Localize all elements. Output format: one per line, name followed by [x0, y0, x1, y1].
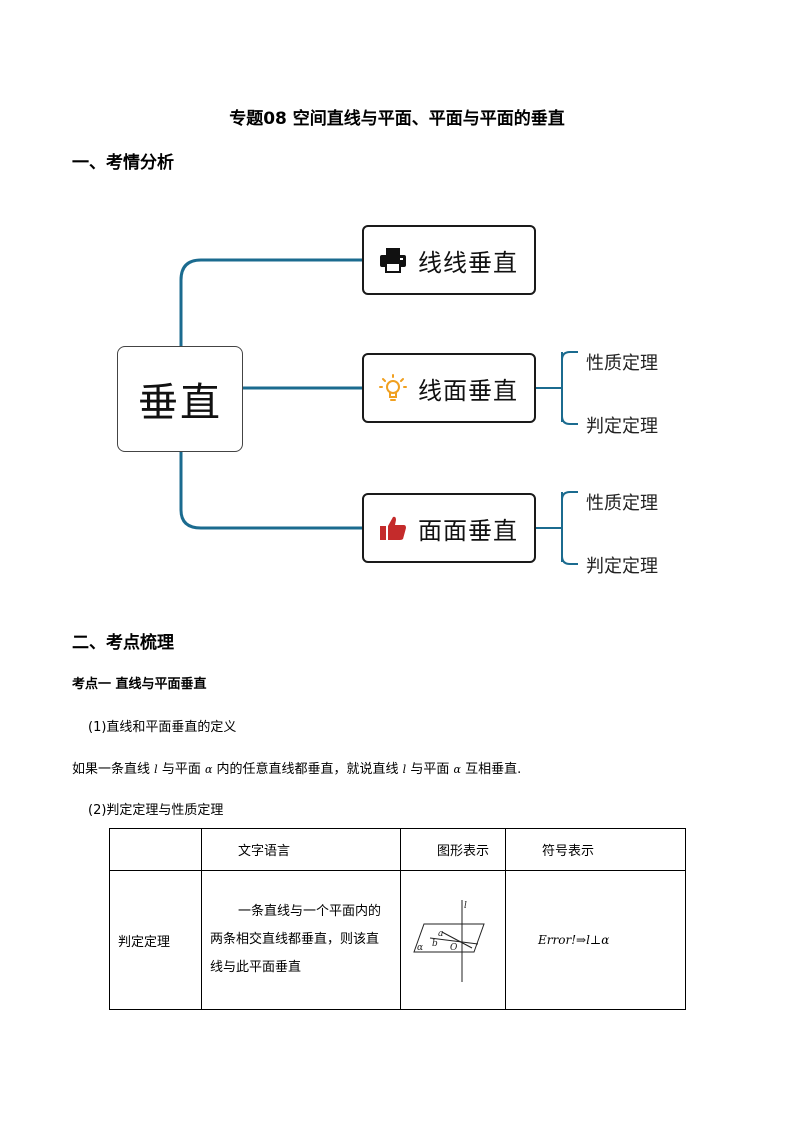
- item-definition-heading: (1)直线和平面垂直的定义: [88, 720, 237, 735]
- label-alpha: α: [417, 943, 423, 953]
- mindmap-branch-plane-plane: 面面垂直: [362, 493, 536, 563]
- mindmap-leaf: 判定定理: [586, 416, 658, 437]
- label-o: O: [450, 943, 458, 953]
- mindmap-leaf: 性质定理: [586, 493, 658, 514]
- section-heading-points: 二、考点梳理: [72, 633, 174, 653]
- table-header-row: 文字语言 图形表示 符号表示: [109, 828, 686, 871]
- connector-line-1: [179, 258, 362, 346]
- theorem-symbol-cell: Error!⇒l⊥α: [505, 870, 686, 1010]
- var-alpha: α: [453, 763, 461, 776]
- section-heading-analysis: 一、考情分析: [72, 153, 174, 173]
- text-line: 一条直线与一个平面内的: [238, 904, 382, 919]
- line-a: [441, 931, 473, 949]
- mindmap-branch-label: 线面垂直: [418, 376, 518, 405]
- text: 与平面: [410, 762, 454, 777]
- perpendicular-diagram: l a b α O: [413, 900, 485, 982]
- theorem-name-cell: 判定定理: [109, 870, 202, 1010]
- text-line: 两条相交直线都垂直，则该直: [210, 932, 380, 947]
- connector-line-5: [536, 491, 578, 565]
- table-header-cell: 图形表示: [400, 828, 506, 871]
- table-header-cell: 文字语言: [201, 828, 401, 871]
- plane-parallelogram: [413, 923, 485, 953]
- printer-icon: [380, 248, 406, 273]
- definition-paragraph: 如果一条直线 l 与平面 α 内的任意直线都垂直，就说直线 l 与平面 α 互相…: [72, 758, 521, 777]
- text: 如果一条直线: [72, 762, 155, 777]
- symbol-expression: Error!⇒l⊥α: [538, 932, 610, 947]
- thumbs-up-icon: [380, 516, 406, 540]
- mindmap-branch-line-line: 线线垂直: [362, 225, 536, 295]
- item-theorems-heading: (2)判定定理与性质定理: [88, 803, 224, 818]
- lightbulb-icon: [379, 374, 407, 401]
- theorem-text-cell: 一条直线与一个平面内的 两条相交直线都垂直，则该直 线与此平面垂直: [201, 870, 401, 1010]
- mindmap-root-label: 垂直: [138, 380, 222, 426]
- var-alpha: α: [204, 763, 213, 776]
- mindmap-leaf: 性质定理: [586, 353, 658, 374]
- mindmap-branch-label: 线线垂直: [418, 248, 518, 277]
- label-l: l: [464, 901, 467, 911]
- table-header-cell: 符号表示: [505, 828, 686, 871]
- table-row: 判定定理 一条直线与一个平面内的 两条相交直线都垂直，则该直 线与此平面垂直 l…: [109, 870, 686, 1010]
- var-l: l: [154, 763, 158, 776]
- mindmap-branch-label: 面面垂直: [418, 516, 518, 545]
- table-header-cell: [109, 828, 202, 871]
- mindmap-root: 垂直: [117, 346, 243, 452]
- label-a: a: [438, 929, 443, 939]
- point-title: 考点一 直线与平面垂直: [72, 677, 207, 692]
- connector-line-4: [536, 351, 578, 425]
- connector-line-3: [179, 452, 362, 530]
- text: 互相垂直.: [465, 762, 522, 777]
- page-title: 专题08 空间直线与平面、平面与平面的垂直: [229, 109, 565, 129]
- label-b: b: [432, 939, 438, 949]
- text: 与平面: [161, 762, 205, 777]
- text-line: 线与此平面垂直: [210, 960, 302, 975]
- theorem-figure-cell: l a b α O: [400, 870, 506, 1010]
- mindmap-connectors: [179, 258, 578, 565]
- text: 内的任意直线都垂直，就说直线: [216, 762, 403, 777]
- mindmap-branch-line-plane: 线面垂直: [362, 353, 536, 423]
- theorem-table: 文字语言 图形表示 符号表示 判定定理 一条直线与一个平面内的 两条相交直线都垂…: [109, 828, 686, 1010]
- var-l: l: [402, 763, 407, 776]
- line-b: [429, 937, 479, 945]
- mindmap-leaf: 判定定理: [586, 556, 658, 577]
